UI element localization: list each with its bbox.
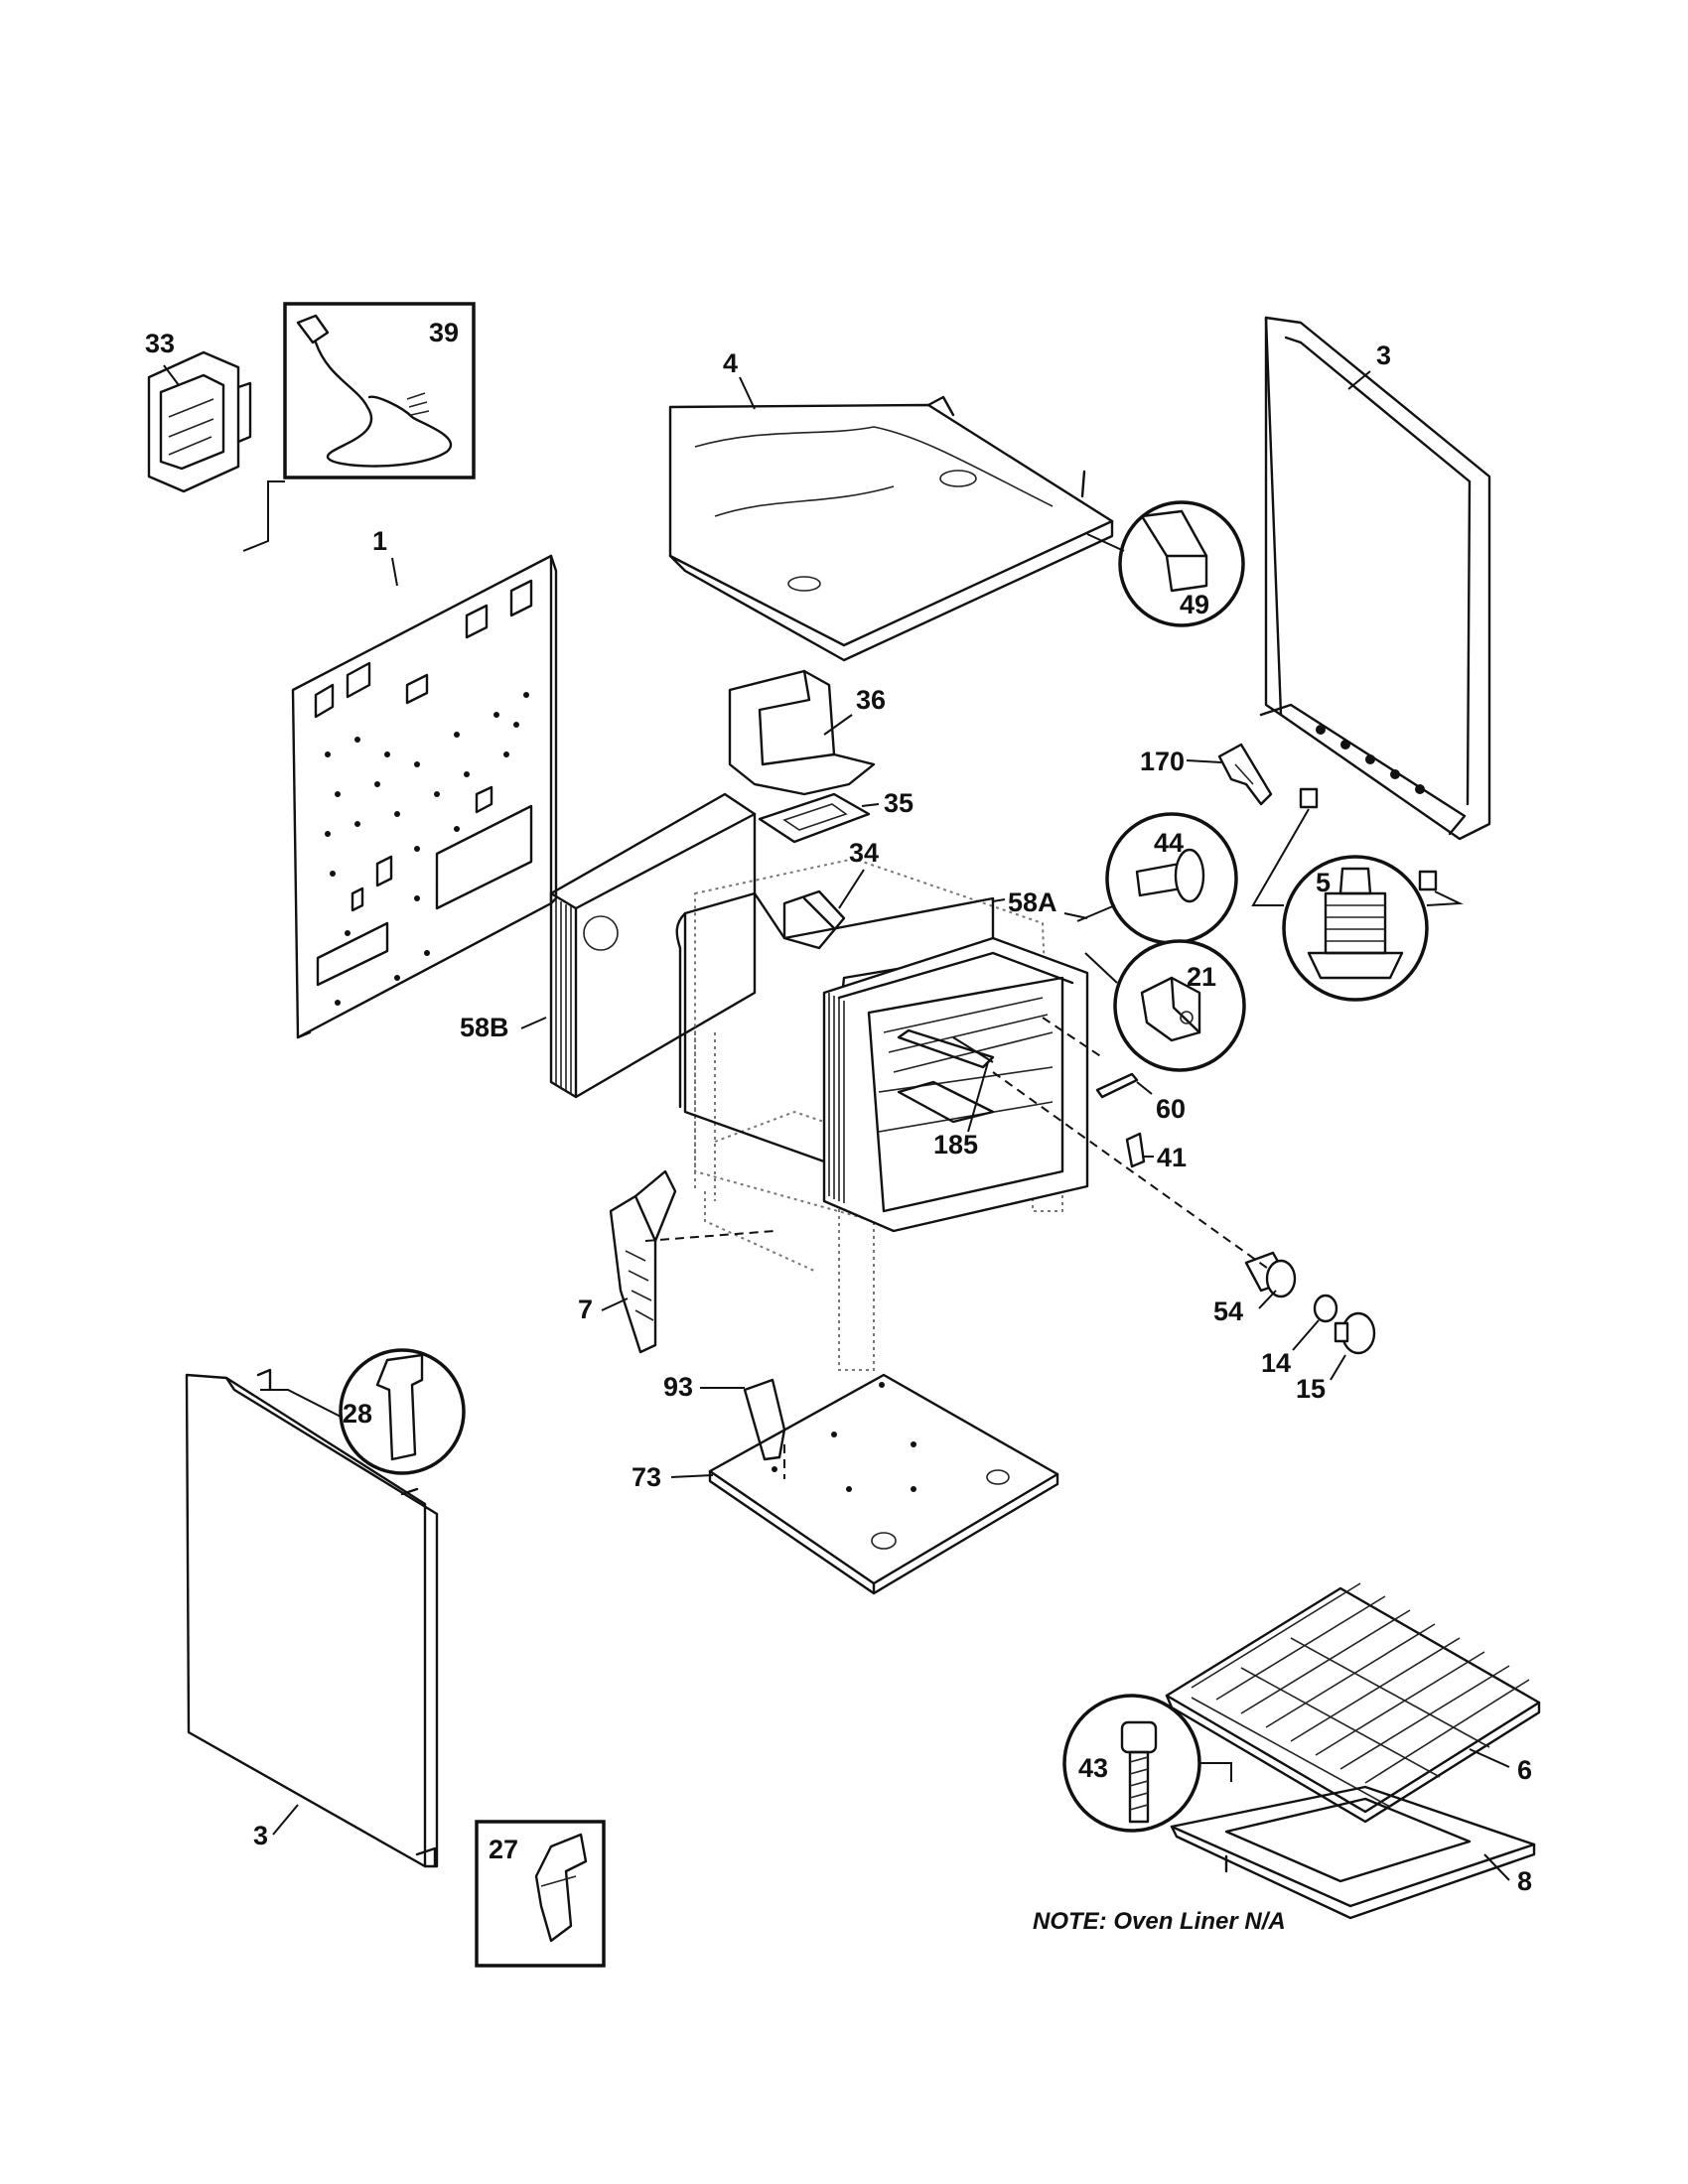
part-label-185: 185	[933, 1130, 978, 1160]
terminal-bracket[interactable]: 33	[145, 329, 252, 493]
bottom-plate[interactable]: 73	[632, 1373, 1059, 1595]
part-label-36: 36	[856, 685, 886, 715]
leveling-leg-small[interactable]	[1299, 787, 1438, 891]
leveling-leg-callout[interactable]: 5	[1282, 855, 1429, 1002]
oven-insulation-front[interactable]: 58A	[675, 887, 1089, 1233]
strip-60[interactable]: 60	[1095, 1072, 1186, 1124]
vent-plate[interactable]: 35	[758, 788, 914, 844]
part-label-34: 34	[849, 838, 879, 868]
part-label-4: 4	[723, 348, 738, 378]
oven-rack[interactable]: 6	[1165, 1582, 1541, 1824]
part-label-93: 93	[663, 1372, 693, 1402]
left-side-panel[interactable]: 3	[185, 1368, 439, 1868]
part-label-21: 21	[1187, 962, 1216, 992]
part-label-33: 33	[145, 329, 175, 358]
part-label-60: 60	[1156, 1094, 1186, 1124]
part-label-41: 41	[1157, 1143, 1187, 1172]
part-label-49: 49	[1180, 590, 1209, 619]
part-label-35: 35	[884, 788, 914, 818]
knob-pin-callout[interactable]: 44	[1105, 812, 1238, 945]
insulation-left[interactable]: 58B	[460, 792, 757, 1099]
oven-liner-note: NOTE: Oven Liner N/A	[1033, 1908, 1286, 1935]
lamp-socket[interactable]: 54	[1213, 1251, 1297, 1326]
part-label-8: 8	[1517, 1866, 1532, 1896]
back-panel[interactable]: 1	[291, 526, 558, 1039]
vent-duct[interactable]: 36	[728, 669, 886, 796]
part-label-27: 27	[489, 1835, 518, 1864]
part-label-5: 5	[1316, 868, 1331, 897]
lamp-base[interactable]: 14	[1261, 1294, 1338, 1378]
door-hinge[interactable]: 7	[578, 1169, 677, 1354]
part-label-6: 6	[1517, 1755, 1532, 1785]
element-bracket[interactable]: 34	[782, 838, 879, 950]
part-label-15: 15	[1296, 1374, 1326, 1404]
part-label-58B: 58B	[460, 1013, 509, 1042]
part-label-39: 39	[429, 318, 459, 347]
right-side-panel[interactable]: 3	[1259, 316, 1491, 841]
lamp-bulb[interactable]: 15	[1296, 1311, 1376, 1404]
part-label-54: 54	[1213, 1297, 1243, 1326]
screw-43-callout[interactable]: 43	[1062, 1694, 1201, 1833]
part-label-3-right: 3	[1376, 341, 1391, 370]
part-label-3-left: 3	[253, 1821, 268, 1850]
part-label-58A: 58A	[1008, 887, 1057, 917]
part-label-43: 43	[1078, 1753, 1108, 1783]
vent-185[interactable]: 185	[897, 1028, 995, 1160]
part-label-14: 14	[1261, 1348, 1291, 1378]
clip-41[interactable]: 41	[1125, 1132, 1187, 1172]
power-cord-callout[interactable]: 39	[283, 302, 476, 479]
part-label-73: 73	[632, 1462, 661, 1492]
part-label-44: 44	[1154, 828, 1184, 858]
part-label-28: 28	[343, 1399, 372, 1429]
top-panel[interactable]: 4	[668, 348, 1114, 662]
part-label-170: 170	[1140, 747, 1185, 776]
leveling-bracket[interactable]: 170	[1140, 743, 1273, 806]
clip-27-callout[interactable]: 27	[475, 1820, 606, 1968]
bracket-93[interactable]: 93	[663, 1372, 786, 1461]
part-label-1: 1	[372, 526, 387, 556]
clip-21-callout[interactable]: 21	[1113, 939, 1246, 1072]
broiler-pan[interactable]: 8	[1170, 1785, 1536, 1920]
clip-28-callout[interactable]: 28	[339, 1348, 466, 1475]
part-label-7: 7	[578, 1295, 593, 1324]
clip-49-callout[interactable]: 49	[1118, 500, 1245, 627]
